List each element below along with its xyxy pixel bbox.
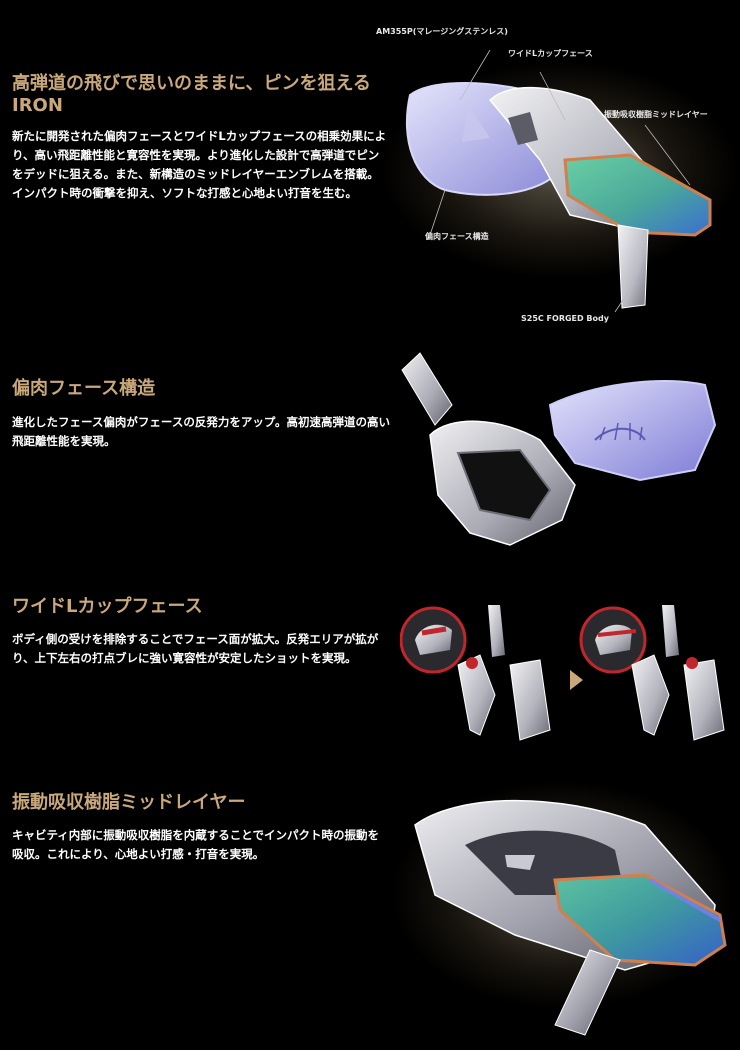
callout-damping-resin: 振動吸収樹脂ミッドレイヤー <box>604 110 708 119</box>
section-3-title: ワイドLカップフェース <box>12 596 203 617</box>
section-1-title: 高弾道の飛びで思いのままに、ピンを狙える IRON <box>12 73 371 117</box>
section-damping-resin: 振動吸収樹脂ミッドレイヤー キャビティ内部に振動吸収樹脂を内蔵することでインパク… <box>0 760 740 1050</box>
callout-uneven-face: 偏肉フェース構造 <box>425 232 489 241</box>
iron-exploded-illustration <box>405 49 712 313</box>
section-4-body: キャビティ内部に振動吸収樹脂を内蔵することでインパクト時の振動を吸収。これにより… <box>12 828 379 861</box>
section-wide-l-cup: ワイドLカップフェース ボディ側の受けを排除することでフェース面が拡大。反発エリ… <box>0 560 740 760</box>
section-4-title: 振動吸収樹脂ミッドレイヤー <box>12 792 246 813</box>
callout-wide-l-cup: ワイドLカップフェース <box>508 49 593 58</box>
midlayer-illustration <box>414 799 727 1036</box>
section-iron-overview: 高弾道の飛びで思いのままに、ピンを狙える IRON 新たに開発された偏肉フェース… <box>0 0 740 340</box>
callout-s25c: S25C FORGED Body <box>521 314 609 323</box>
section-2-title: 偏肉フェース構造 <box>12 378 156 399</box>
section-1-body: 新たに開発された偏肉フェースとワイドLカップフェースの相乗効果により、高い飛距離… <box>12 129 387 200</box>
title-line-1: 高弾道の飛びで思いのままに、ピンを狙える <box>12 73 371 94</box>
triangle-right-icon <box>570 670 583 690</box>
title-line-2: IRON <box>12 95 63 116</box>
section-uneven-face: 偏肉フェース構造 進化したフェース偏肉がフェースの反発力をアップ。高初速高弾道の… <box>0 340 740 560</box>
uneven-face-illustration <box>401 352 717 546</box>
callout-am355p: AM355P(マレージングステンレス) <box>376 27 508 36</box>
cup-face-comparison-illustration <box>400 605 725 741</box>
section-2-body: 進化したフェース偏肉がフェースの反発力をアップ。高初速高弾道の高い飛距離性能を実… <box>12 415 391 448</box>
section-3-body: ボディ側の受けを排除することでフェース面が拡大。反発エリアが拡がり、上下左右の打… <box>12 632 379 665</box>
